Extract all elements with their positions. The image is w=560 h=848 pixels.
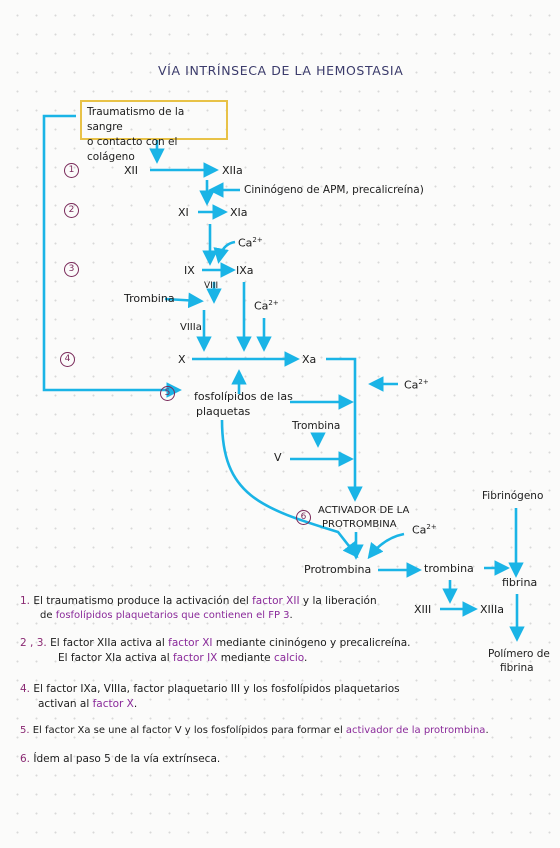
note-4-line-2: activan al factor X.: [38, 698, 138, 710]
label-ixa: IXa: [236, 264, 254, 277]
trigger-line-2: o contacto con el colágeno: [87, 136, 178, 163]
step-marker-2: 2: [64, 203, 79, 218]
note-6: 6. Ídem al paso 5 de la vía extrínseca.: [20, 753, 221, 765]
note-1-line-2: de fosfolípidos plaquetarios que contien…: [40, 610, 293, 621]
label-xii: XII: [124, 164, 139, 177]
trigger-box: Traumatismo de la sangre o contacto con …: [80, 100, 228, 163]
label-ca-4: Ca2+: [412, 523, 437, 537]
label-fibrina: fibrina: [502, 576, 538, 589]
step-marker-6: 6: [296, 510, 311, 525]
label-fibrinogeno: Fibrinógeno: [482, 490, 544, 502]
note-1: 1. El traumatismo produce la activación …: [20, 595, 377, 607]
label-trombina-3: trombina: [424, 562, 474, 575]
arrow-loop-trigger-to-x: [42, 114, 182, 398]
note-6-number: 6.: [20, 753, 31, 765]
label-activador-2: PROTROMBINA: [322, 519, 397, 530]
arrow-ca4: [367, 532, 405, 560]
label-xa: Xa: [302, 353, 317, 366]
arrow-xa-down: [326, 357, 363, 502]
step-marker-3: 3: [64, 262, 79, 277]
note-2: 2 , 3. El factor XIIa activa al factor X…: [20, 637, 411, 649]
arrow-ca-curve: [213, 240, 236, 264]
label-x: X: [178, 353, 186, 366]
label-trombina-1: Trombina: [124, 292, 175, 305]
note-2-number: 2 , 3.: [20, 637, 47, 649]
arrow-trombina-viii: [164, 292, 204, 309]
label-v: V: [274, 451, 282, 464]
step-marker-5: 5: [160, 386, 175, 401]
note-4-number: 4.: [20, 683, 31, 695]
note-5: 5. El factor Xa se une al factor V y los…: [20, 725, 489, 736]
label-viii: VIII: [204, 281, 219, 291]
label-viiia: VIIIa: [180, 322, 202, 333]
label-trombina-2: Trombina: [292, 420, 341, 432]
label-xia: XIa: [230, 206, 248, 219]
step-marker-1: 1: [64, 163, 79, 178]
note-2-line-2: El factor XIa activa al factor IX median…: [58, 652, 308, 664]
label-ca-1: Ca2+: [238, 236, 263, 250]
label-activador-1: ACTIVADOR DE LA: [318, 505, 410, 516]
label-cininogeno: Cininógeno de APM, precalicreína): [244, 184, 424, 196]
note-1-number: 1.: [20, 595, 31, 607]
label-ix: IX: [184, 264, 195, 277]
label-xiia: XIIa: [222, 164, 243, 177]
label-polimero-1: Polímero de: [488, 648, 550, 660]
label-xiii: XIII: [414, 603, 432, 616]
label-ca-3: Ca2+: [404, 378, 429, 392]
label-ca-2: Ca2+: [254, 299, 279, 313]
page-title: VÍA INTRÍNSECA DE LA HEMOSTASIA: [158, 63, 404, 78]
trigger-line-1: Traumatismo de la sangre: [87, 106, 185, 133]
label-xiiia: XIIIa: [480, 603, 505, 616]
label-protrombina: Protrombina: [304, 563, 372, 576]
label-polimero-2: fibrina: [500, 662, 534, 674]
note-4: 4. El factor IXa, VIIIa, factor plaqueta…: [20, 683, 400, 695]
arrow-fosfo-curve: [220, 419, 359, 559]
label-fosfolipidos-2: plaquetas: [196, 405, 251, 418]
label-fosfolipidos-1: fosfolípidos de las: [194, 390, 293, 403]
note-5-number: 5.: [20, 725, 30, 736]
label-xi: XI: [178, 206, 189, 219]
step-marker-4: 4: [60, 352, 75, 367]
